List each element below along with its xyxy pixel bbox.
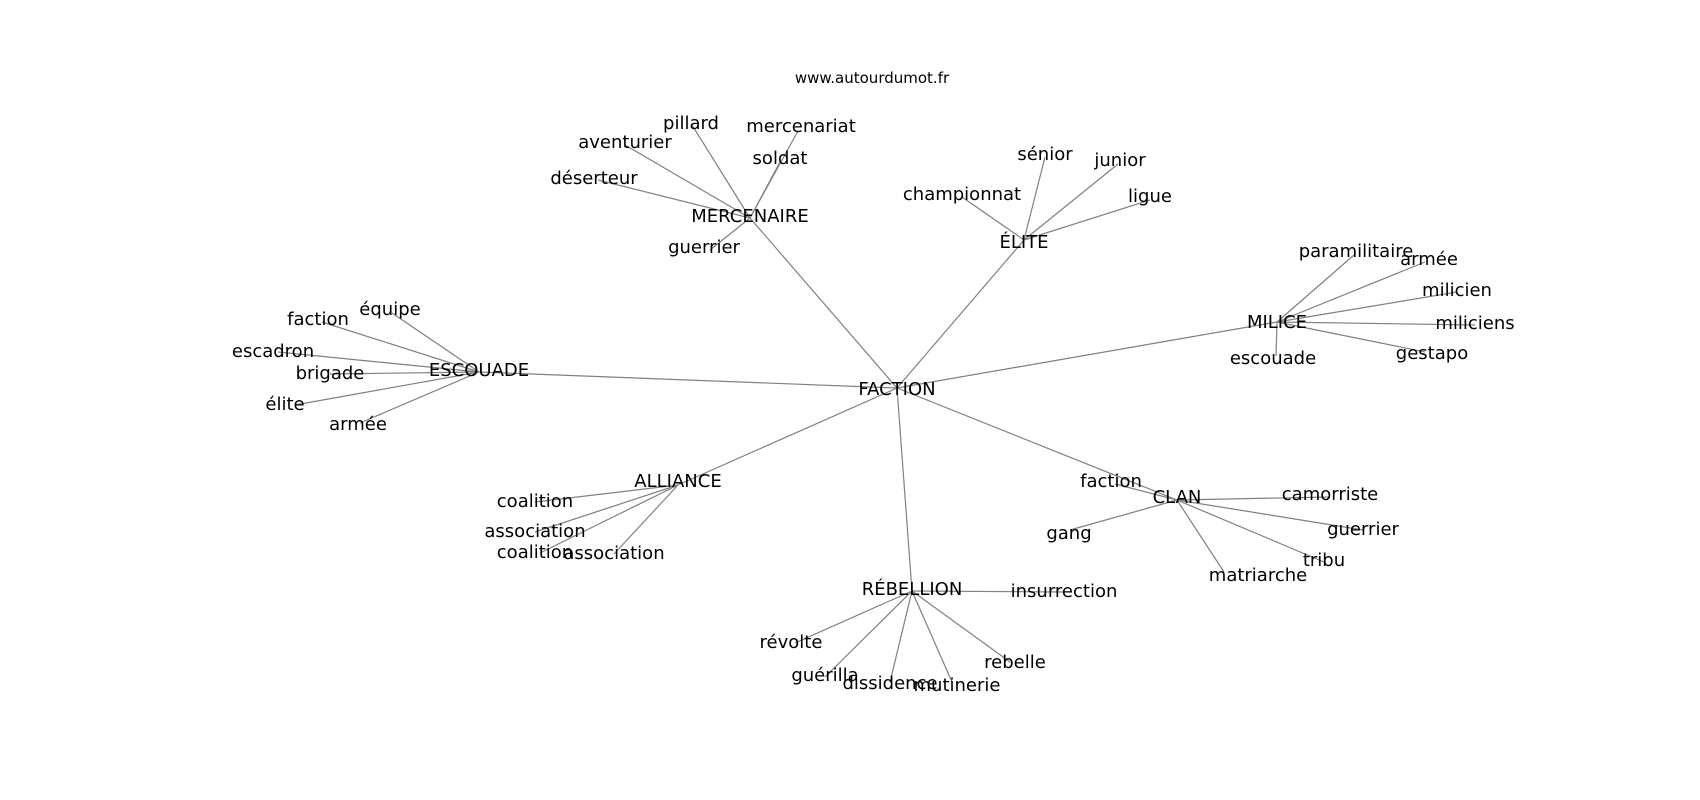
- edge-elite-1: [1023, 163, 1119, 241]
- word-label-escouade-0: équipe: [359, 299, 420, 320]
- word-label-mercenaire-5: guerrier: [668, 237, 740, 258]
- word-label-mercenaire-4: déserteur: [550, 168, 638, 189]
- edge-escouade-1: [321, 321, 480, 373]
- edge-root-elite: [896, 239, 1025, 389]
- edge-milice-3: [1276, 321, 1476, 326]
- edges-layer: [277, 124, 1476, 683]
- edge-clan-5: [1176, 499, 1225, 573]
- word-label-rebellion-2: rebelle: [984, 652, 1046, 673]
- word-label-elite-2: championnat: [903, 184, 1021, 205]
- edge-milice-4: [1275, 321, 1278, 357]
- edge-root-rebellion: [896, 387, 913, 592]
- edge-escouade-5: [359, 371, 480, 424]
- edge-elite-3: [1023, 199, 1151, 241]
- cluster-label-mercenaire: MERCENAIRE: [691, 206, 808, 227]
- edge-elite-0: [1023, 156, 1046, 241]
- word-label-escouade-2: escadron: [232, 341, 314, 362]
- edge-clan-0: [1114, 483, 1178, 501]
- word-label-milice-3: miliciens: [1435, 313, 1514, 334]
- word-label-alliance-0: coalition: [497, 491, 573, 512]
- word-label-milice-1: armée: [1400, 249, 1458, 270]
- word-label-escouade-3: brigade: [296, 363, 365, 384]
- word-label-escouade-5: armée: [329, 414, 387, 435]
- word-label-clan-1: camorriste: [1282, 484, 1378, 505]
- word-label-alliance-2: coalition: [497, 542, 573, 563]
- edge-clan-1: [1176, 496, 1331, 501]
- word-label-clan-5: matriarche: [1209, 565, 1307, 586]
- word-label-escouade-4: élite: [265, 394, 304, 415]
- edge-milice-0: [1276, 254, 1355, 323]
- word-label-rebellion-1: révolte: [760, 632, 823, 653]
- edge-mercenaire-5: [709, 217, 751, 251]
- word-label-alliance-3: association: [563, 543, 664, 564]
- word-label-clan-4: tribu: [1303, 550, 1345, 571]
- edge-root-milice: [896, 321, 1278, 389]
- edge-alliance-3: [613, 484, 679, 555]
- word-label-elite-0: sénior: [1017, 144, 1073, 165]
- word-label-mercenaire-3: soldat: [753, 148, 808, 169]
- edge-rebellion-2: [911, 590, 1011, 663]
- edge-milice-2: [1276, 291, 1458, 323]
- edge-root-mercenaire: [749, 217, 898, 389]
- word-label-mercenaire-1: mercenariat: [746, 116, 856, 137]
- site-credit: www.autourdumot.fr: [795, 69, 950, 87]
- word-label-escouade-1: faction: [287, 309, 349, 330]
- edge-clan-3: [1176, 499, 1364, 531]
- word-label-rebellion-3: guérilla: [791, 665, 858, 686]
- word-label-milice-5: gestapo: [1396, 343, 1468, 364]
- cluster-label-escouade: ESCOUADE: [429, 360, 529, 381]
- edge-milice-5: [1276, 321, 1426, 353]
- edge-clan-2: [1069, 499, 1178, 531]
- word-label-milice-4: escouade: [1230, 348, 1316, 369]
- edge-escouade-0: [391, 312, 480, 373]
- word-label-milice-0: paramilitaire: [1299, 241, 1414, 262]
- edge-alliance-2: [539, 484, 679, 554]
- word-label-clan-0: faction: [1080, 471, 1142, 492]
- edge-escouade-4: [294, 371, 480, 406]
- word-label-elite-3: ligue: [1128, 186, 1172, 207]
- edge-root-escouade: [478, 371, 898, 389]
- edge-rebellion-5: [911, 590, 953, 683]
- edge-escouade-3: [329, 371, 480, 375]
- word-label-rebellion-0: insurrection: [1011, 581, 1118, 602]
- word-label-milice-2: milicien: [1422, 280, 1492, 301]
- labels-layer: FACTION MERCENAIRE pillard mercenariat avent…: [232, 113, 1515, 696]
- cluster-label-clan: CLAN: [1153, 487, 1202, 508]
- edge-alliance-0: [534, 484, 679, 503]
- root-node-label: FACTION: [858, 379, 935, 400]
- edge-mercenaire-4: [597, 179, 751, 219]
- cluster-label-alliance: ALLIANCE: [634, 471, 721, 492]
- word-label-rebellion-5: mutinerie: [914, 675, 1001, 696]
- edge-rebellion-0: [911, 590, 1065, 593]
- cluster-label-milice: MILICE: [1247, 312, 1307, 333]
- word-label-clan-2: gang: [1046, 523, 1091, 544]
- edge-clan-4: [1176, 499, 1325, 563]
- edge-elite-2: [961, 196, 1025, 241]
- word-label-mercenaire-0: pillard: [663, 113, 719, 134]
- edge-alliance-1: [534, 484, 679, 533]
- word-label-alliance-1: association: [484, 521, 585, 542]
- edge-milice-1: [1276, 261, 1426, 323]
- edge-rebellion-1: [794, 590, 913, 644]
- edge-mercenaire-3: [749, 161, 781, 219]
- word-label-clan-3: guerrier: [1327, 519, 1399, 540]
- edge-root-clan: [896, 387, 1178, 501]
- edge-root-alliance: [677, 387, 898, 486]
- edge-rebellion-4: [889, 590, 913, 683]
- word-label-elite-1: junior: [1093, 150, 1146, 171]
- edge-mercenaire-2: [624, 144, 751, 219]
- edge-escouade-2: [277, 351, 480, 373]
- edge-mercenaire-0: [691, 124, 751, 219]
- cluster-label-elite: ÉLITE: [999, 231, 1048, 253]
- cluster-label-rebellion: RÉBELLION: [862, 578, 963, 600]
- word-label-rebellion-4: dissidence: [842, 673, 937, 694]
- edge-rebellion-3: [824, 590, 913, 678]
- word-label-mercenaire-2: aventurier: [578, 132, 672, 153]
